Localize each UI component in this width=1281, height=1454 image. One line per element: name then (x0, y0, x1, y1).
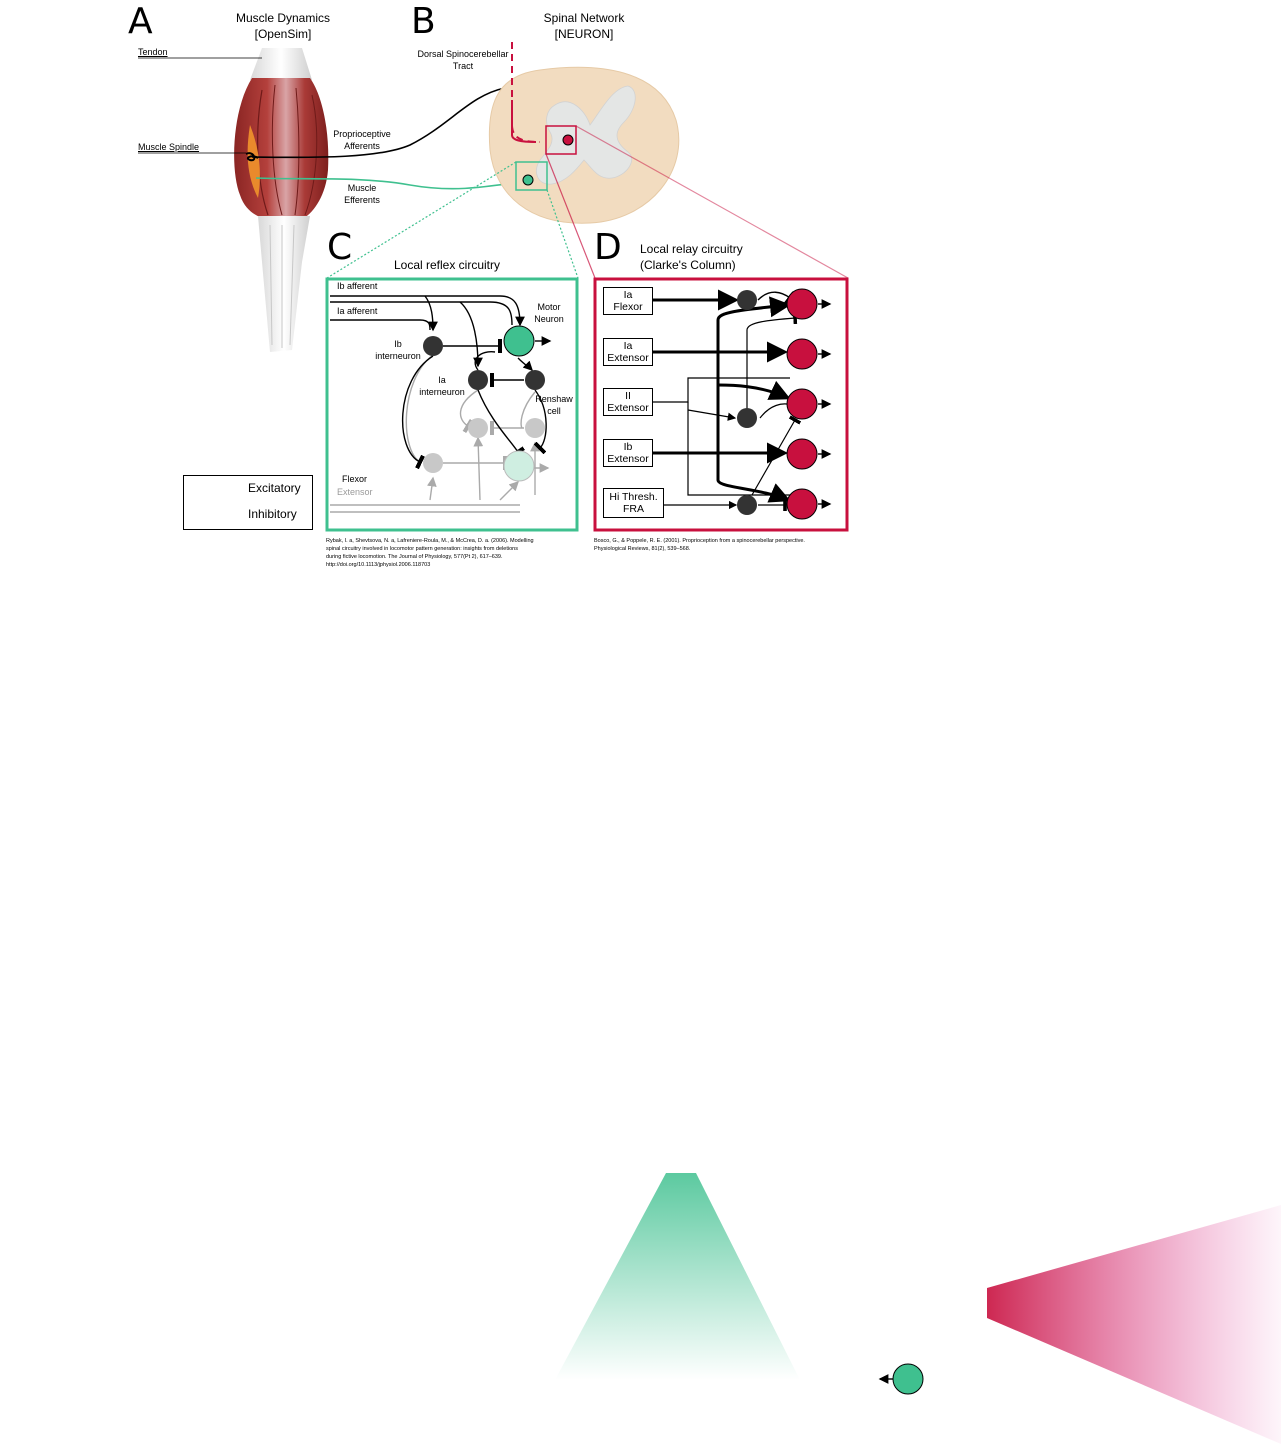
flexor-label: Flexor (342, 474, 368, 484)
relay-interneuron-2 (737, 408, 757, 428)
dorsal-tract-dashed (511, 42, 541, 143)
legend-excitatory-label: Excitatory (248, 481, 301, 495)
muscle-illustration (234, 48, 329, 352)
upper-tendon (250, 48, 312, 80)
ia-afferent-label: Ia afferent (337, 306, 378, 316)
panel-c-letter: C (327, 227, 353, 268)
ib-interneuron-extensor (423, 453, 443, 473)
spindle-label: Muscle Spindle (138, 142, 200, 152)
extensor-label: Extensor (337, 487, 373, 497)
dsct-neuron-2 (786, 338, 818, 370)
spindle-shape (247, 125, 260, 198)
clarke-neuron-dot (562, 134, 574, 146)
relay-neurons (737, 288, 818, 520)
clarke-zoom-box (545, 125, 577, 155)
ia-interneuron-extensor (468, 418, 488, 438)
legend: Excitatory Inhibitory (183, 475, 313, 530)
motor-neuron-dot (522, 174, 534, 186)
motor-neuron-extensor (503, 450, 535, 482)
input-ib-extensor: Ib Extensor (603, 439, 653, 467)
relay-circuit-wiring (653, 289, 832, 511)
efferents-label: Muscle Efferents (344, 183, 380, 205)
motor-neuron-label: Motor Neuron (534, 302, 564, 324)
tendon-label: Tendon (138, 47, 168, 57)
input-ii-extensor: II Extensor (603, 388, 653, 416)
ia-interneuron-label: Ia interneuron (419, 375, 465, 397)
ib-interneuron (423, 336, 443, 356)
panel-d-title: Local relay circuitry (Clarke's Column) (640, 242, 743, 272)
dsct-neuron-5 (786, 488, 818, 520)
panel-a-letter: A (128, 1, 153, 42)
afferents-label: Proprioceptive Afferents (333, 129, 391, 151)
ib-afferent-label: Ib afferent (337, 281, 378, 291)
ia-interneuron (468, 370, 488, 390)
reflex-zoom-box (515, 161, 548, 191)
input-ia-flexor: Ia Flexor (603, 287, 653, 315)
relay-interneuron-1 (737, 290, 757, 310)
renshaw-cell-extensor (525, 418, 545, 438)
dsct-neuron-1 (786, 288, 818, 320)
green-fade-wedge (555, 1173, 800, 1380)
dsct-neuron-4 (786, 438, 818, 470)
ib-interneuron-label: Ib interneuron (375, 339, 421, 361)
panel-c-reference: Rybak, I. a, Shevtsova, N. a, Lafreniere… (326, 538, 534, 568)
reflex-neurons (423, 325, 545, 482)
motor-neuron-flexor (503, 325, 535, 357)
renshaw-label: Renshaw cell (535, 394, 573, 416)
panel-a-title: Muscle Dynamics [OpenSim] (235, 11, 331, 41)
reflex-circuit-wiring (330, 295, 552, 513)
panel-b-letter: B (411, 1, 436, 42)
relay-interneuron-3 (737, 495, 757, 515)
panel-d-reference: Bosco, G., & Poppele, R. E. (2001). Prop… (594, 538, 805, 552)
legend-inhibitory-label: Inhibitory (248, 507, 297, 521)
dsct-neuron-3 (786, 388, 818, 420)
stray-green-neuron (892, 1363, 924, 1395)
input-ia-extensor: Ia Extensor (603, 338, 653, 366)
muscle-efferent-line (255, 177, 521, 190)
panel-c-title: Local reflex circuitry (393, 258, 501, 272)
panel-b-title: Spinal Network [NEURON] (543, 11, 625, 41)
renshaw-cell (525, 370, 545, 390)
tract-label: Dorsal Spinocerebellar Tract (417, 49, 509, 71)
lower-tendon (258, 216, 310, 352)
input-hi-thresh-fra: Hi Thresh. FRA (603, 488, 664, 518)
spinal-cord-section (488, 66, 680, 224)
pink-fade-wedge (987, 1205, 1281, 1444)
panel-d-letter: D (594, 227, 622, 268)
